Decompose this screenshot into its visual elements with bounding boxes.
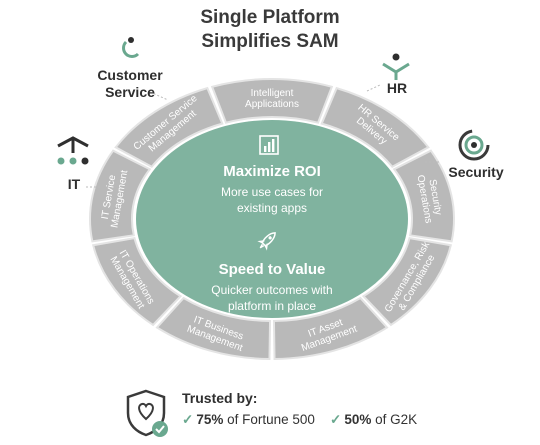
ring-segment — [272, 296, 389, 360]
trusted-by-title: Trusted by: — [182, 390, 258, 406]
diagram-title-line2: Simplifies SAM — [201, 31, 339, 52]
rocket-icon — [257, 232, 276, 251]
persona-customer-service: Customer Service — [84, 67, 176, 101]
stat-g2k-value: 50% — [344, 412, 372, 427]
persona-customer-service-line2: Service — [105, 84, 155, 100]
bar-chart-icon — [259, 135, 279, 155]
customer-service-icon — [122, 37, 140, 58]
ring-segment — [361, 236, 453, 327]
persona-security: Security — [448, 164, 504, 180]
stat-g2k-label: of G2K — [375, 412, 418, 427]
shield-heart-icon — [126, 389, 168, 437]
stat-fortune-500-label: of Fortune 500 — [227, 412, 315, 427]
center-ellipse — [136, 120, 408, 318]
ring-segment — [91, 236, 183, 327]
stat-fortune-500: ✓75% of Fortune 500 — [182, 412, 315, 428]
hr-icon — [382, 53, 410, 80]
maximize-roi-title: Maximize ROI — [223, 163, 321, 180]
ring-segment — [392, 149, 455, 243]
connector-customer-service — [149, 91, 169, 101]
it-icon — [57, 136, 89, 165]
stat-fortune-500-value: 75% — [196, 412, 224, 427]
security-icon — [458, 129, 490, 161]
speed-to-value-title: Speed to Value — [219, 261, 326, 278]
check-icon: ✓ — [330, 412, 342, 427]
check-icon: ✓ — [182, 412, 194, 427]
diagram-title-line1: Single Platform — [200, 7, 340, 28]
connector-hr — [366, 84, 381, 92]
ring-segment — [320, 86, 430, 169]
persona-it: IT — [67, 176, 81, 192]
ring-segment — [155, 296, 272, 360]
ring-segment — [114, 86, 224, 169]
persona-customer-service-line1: Customer — [97, 67, 163, 83]
ring-segment — [210, 78, 334, 124]
persona-hr: HR — [386, 80, 408, 96]
trusted-by-section: Trusted by: ✓75% of Fortune 500 ✓50% of … — [0, 382, 540, 442]
maximize-roi-text-2: existing apps — [237, 201, 307, 215]
speed-to-value-text-2: platform in place — [228, 299, 316, 313]
stat-g2k: ✓50% of G2K — [330, 412, 417, 428]
ring-segment — [89, 149, 152, 243]
maximize-roi-text-1: More use cases for — [221, 185, 323, 199]
speed-to-value-text-1: Quicker outcomes with — [211, 283, 332, 297]
